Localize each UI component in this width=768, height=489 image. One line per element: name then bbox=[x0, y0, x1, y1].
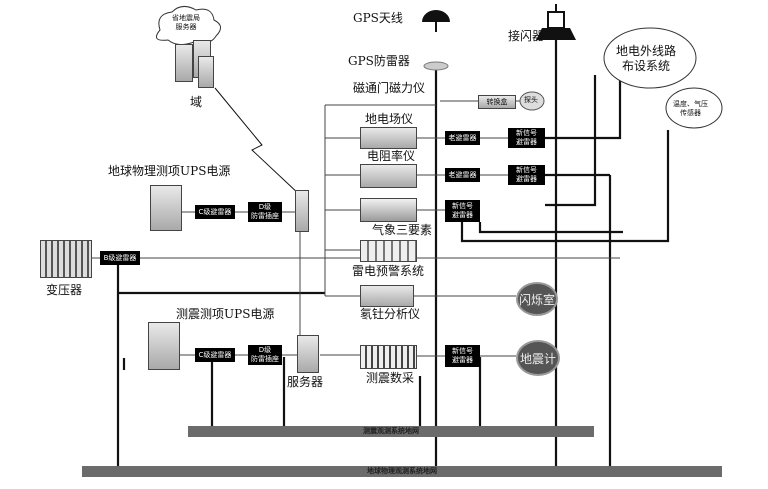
resistivity-device bbox=[360, 164, 417, 188]
cloud-icon bbox=[155, 6, 221, 46]
lightning-rod-icon bbox=[536, 4, 576, 40]
fluxgate-label: 磁通门磁力仪 bbox=[353, 81, 426, 95]
resistivity-label: 电阻率仪 bbox=[367, 149, 416, 163]
domain-label: 域 bbox=[190, 95, 203, 109]
seismic-ground-net: 测震观测系统地网 bbox=[188, 426, 594, 437]
ground-wires bbox=[116, 40, 670, 466]
new-arrester-2: 新信号 避雷器 bbox=[508, 165, 545, 185]
geoelectric-label: 地电场仪 bbox=[365, 112, 414, 126]
radon-device bbox=[360, 285, 414, 307]
weather-label: 气象三要素 bbox=[372, 223, 433, 237]
weather-device bbox=[360, 198, 417, 222]
ups-geo-device bbox=[150, 185, 182, 231]
temp-sensor-bubble bbox=[665, 87, 723, 129]
gps-antenna-icon bbox=[422, 10, 450, 32]
seis-acq-label: 测震数采 bbox=[366, 371, 415, 385]
seis-acq-device bbox=[360, 345, 417, 369]
b-arrester: B级避雷器 bbox=[100, 251, 140, 265]
c-arrester-seis: C级避雷器 bbox=[195, 348, 235, 362]
transformer-label: 变压器 bbox=[46, 283, 83, 297]
tower-server-icon bbox=[295, 190, 309, 232]
geoelectric-device bbox=[360, 127, 417, 149]
new-arrester-1: 新信号 避雷器 bbox=[508, 128, 545, 148]
new-arrester-3: 新信号 避雷器 bbox=[445, 200, 480, 222]
storm-warning-label: 雷电预警系统 bbox=[352, 264, 425, 278]
ups-geo-label: 地球物理测项UPS电源 bbox=[108, 164, 231, 178]
domain-server-icon bbox=[175, 44, 193, 82]
ups-seis-label: 测震测项UPS电源 bbox=[176, 307, 275, 321]
lightning-rod-label: 接闪器 bbox=[508, 29, 545, 43]
server-label: 服务器 bbox=[287, 375, 324, 389]
provincial-server-label: 省地震局 服务器 bbox=[172, 14, 200, 31]
gps-arrester-icon bbox=[423, 61, 449, 71]
signal-wires bbox=[90, 100, 620, 357]
storm-warning-device bbox=[360, 240, 417, 262]
transformer-device bbox=[40, 240, 92, 278]
gps-arrester-label: GPS防雷器 bbox=[348, 54, 410, 68]
c-arrester-geo: C级避雷器 bbox=[195, 205, 235, 219]
d-socket-seis: D级 防雷插座 bbox=[248, 345, 282, 365]
probe-icon bbox=[519, 91, 545, 111]
cabling-system-label: 地电外线路 布设系统 bbox=[616, 44, 677, 73]
gps-antenna-label: GPS天线 bbox=[353, 11, 403, 25]
temp-sensor-label: 温度、气压 传感器 bbox=[673, 100, 708, 117]
converter-box: 转换盒 bbox=[478, 95, 516, 109]
domain-server-icon bbox=[198, 56, 214, 88]
server-device bbox=[297, 335, 319, 373]
cabling-system-bubble bbox=[603, 27, 697, 89]
d-socket-geo: D级 防雷插座 bbox=[248, 202, 282, 222]
wireless-link-bolt bbox=[214, 87, 301, 196]
new-arrester-4: 新信号 避雷器 bbox=[445, 345, 480, 367]
probe-label: 探头 bbox=[524, 96, 538, 104]
old-arrester-2: 老避雷器 bbox=[445, 168, 480, 182]
radon-label: 氡钍分析仪 bbox=[360, 307, 421, 321]
ups-seis-device bbox=[148, 322, 180, 370]
geophysical-ground-net: 地球物理观测系统地网 bbox=[82, 466, 722, 477]
seismometer-node: 地震计 bbox=[516, 340, 560, 376]
radon-room-node: 闪烁室 bbox=[516, 282, 558, 316]
old-arrester-1: 老避雷器 bbox=[445, 131, 480, 145]
